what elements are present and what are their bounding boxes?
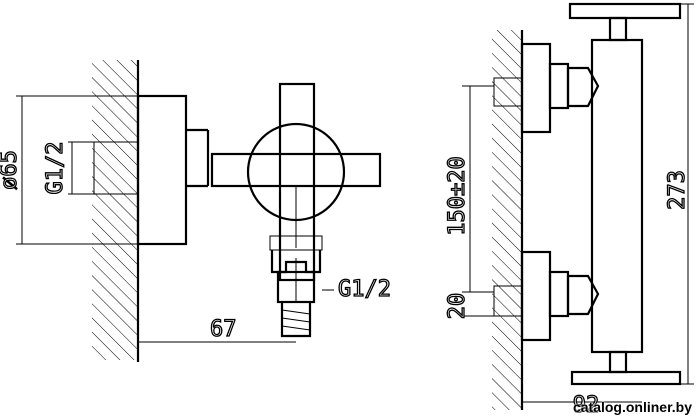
left-body [93,94,210,246]
dim-92: 92 [573,393,600,418]
left-handle [210,82,382,338]
left-dimensions [16,95,334,343]
dim-20: 20 [445,293,470,320]
right-body [568,2,682,386]
dim-67: 67 [210,317,237,342]
dim-150-20: 150±20 [445,156,470,235]
watermark: catalog.onliner.by [572,399,692,415]
dim-diameter-65: ø65 [0,150,22,190]
right-upper-connector [493,42,600,134]
dim-273: 273 [665,170,690,210]
left-wall [92,60,140,362]
dim-thread-g12-bottom: G1/2 [338,277,391,302]
right-dimensions [460,3,694,403]
dim-thread-g12-left: G1/2 [43,142,68,195]
right-wall [492,30,524,410]
